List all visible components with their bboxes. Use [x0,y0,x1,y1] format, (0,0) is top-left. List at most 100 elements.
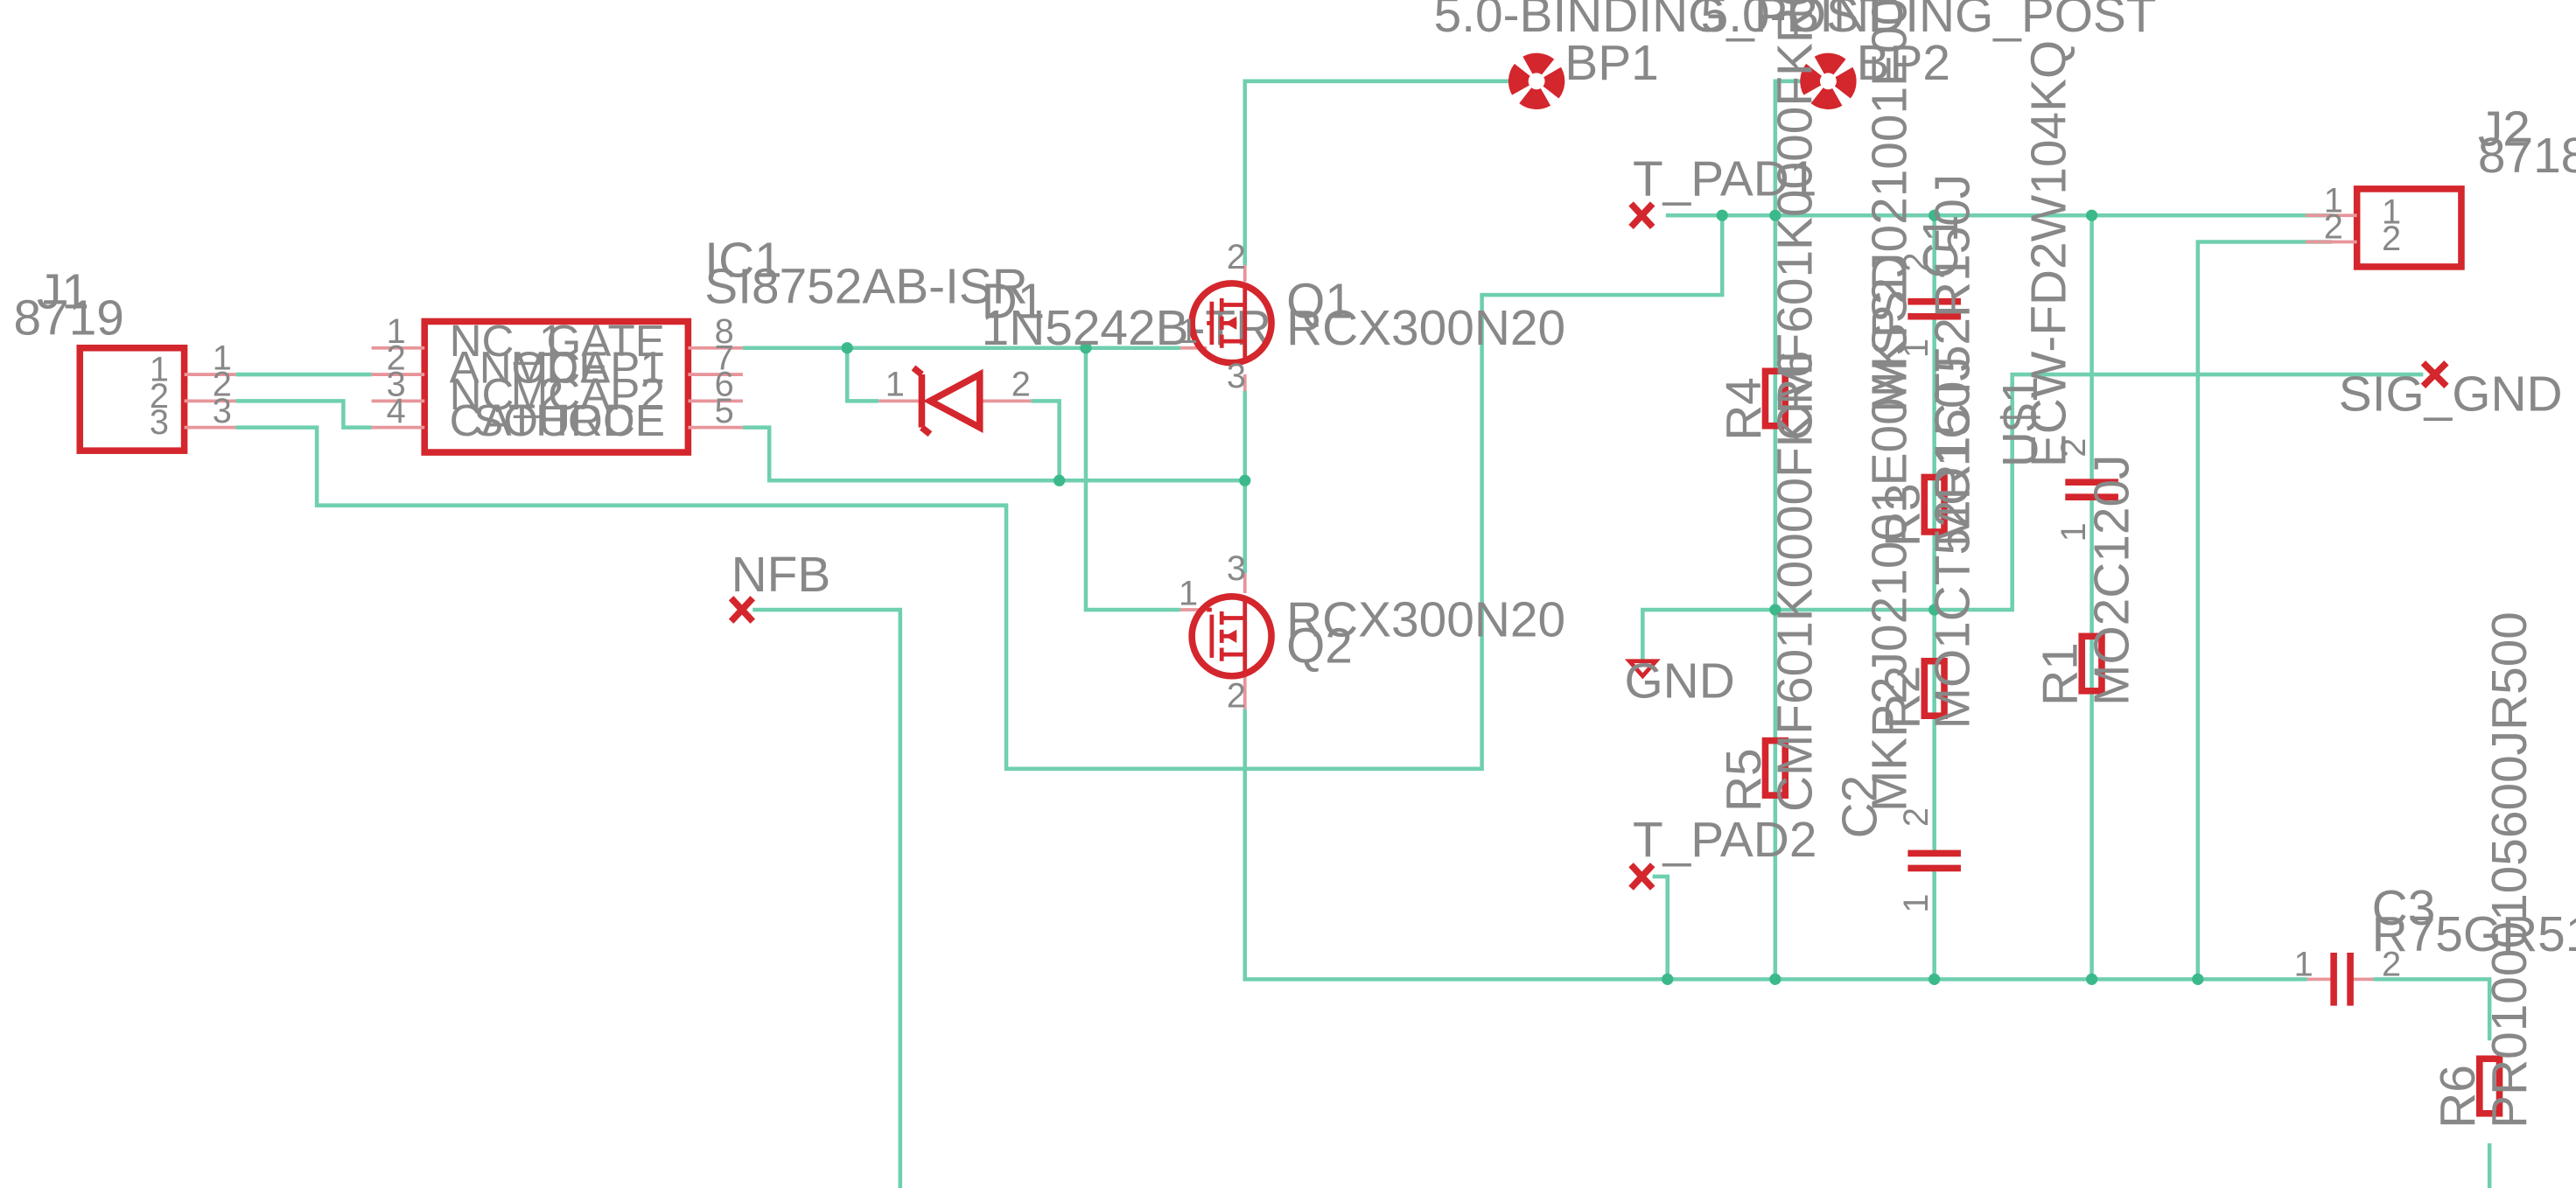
tpad2-label: T_PAD2 [1633,813,1817,868]
junction-dot [1928,209,1941,221]
capacitor-us1[interactable]: U$1 ECW-FD2W104KQ 2 1 [1993,40,2120,542]
c3-pin-number: 1 [2294,946,2314,984]
mosfet-q2[interactable]: RCX300N20 Q2 1 3 2 [1179,549,1565,716]
marker-sig-gnd[interactable]: SIG_GND [2339,360,2563,423]
nfb-label: NFB [732,548,831,603]
q1-pin-number: 1 [1179,312,1198,351]
capacitor-c1[interactable]: MKP2J021001E00MSSD C1 2 1 [1862,0,1969,413]
q1-value-label: RCX300N20 [1286,301,1565,356]
ic1-pin-label: NC_2 [450,369,564,419]
j1-pin-number: 1 [150,351,169,389]
ic1-pin-number: 1 [387,312,406,351]
j1-pin-pad-number: 2 [213,366,232,404]
resistor-r5[interactable]: R5 CMF601K0000FKR6 [1717,351,1824,812]
bp2-value-label: 5.0-BINDING_POST [1701,0,2157,43]
j2-pin-number: 1 [2382,193,2401,232]
resistor-r4[interactable]: R4 CMF601K0000FKR6 [1717,0,1824,441]
capacitor-c2[interactable]: C2 MKP2J021001E00MSSD 2 1 [1832,254,1963,913]
cap-gap-mask [2335,951,2349,1008]
capacitor-icon [1908,297,1961,320]
wire-d1-pin2 [1031,399,1061,481]
cross-marker-icon [2420,360,2449,388]
us1-pin-number: 1 [2054,522,2093,542]
c3-value-label: R75GR51004000J [2372,907,2576,962]
resistor-icon [1921,473,1948,535]
sig-gnd-label: SIG_GND [2339,367,2563,423]
ic1-pin-number: 2 [387,339,406,377]
r2-ref-label: R2 [1876,666,1931,730]
tpad1-label: T_PAD1 [1633,151,1817,206]
resistor-r2[interactable]: R2 MO1CT52R150J [1876,356,1981,729]
bp2-ref-label: BP2 [1857,36,1950,91]
test-pad-tpad1[interactable]: T_PAD1 [1628,151,1817,230]
r1-ref-label: R1 [2034,642,2089,706]
resistor-icon [2078,632,2105,695]
ic1-pin-label: GATE [546,316,664,366]
mosfet-q1[interactable]: Q1 RCX300N20 1 2 3 [1179,238,1565,395]
resistor-r1[interactable]: R1 MO2C120J [2034,455,2140,706]
c2-pin-number: 2 [1897,807,1936,827]
j2-value-label: 8718 [2478,129,2576,184]
ground-icon [1624,659,1661,680]
ic1-pin-number: 5 [715,392,734,430]
j2-body [2353,185,2465,270]
d1-value-label: 1N5242B-TR [982,301,1272,356]
marker-nfb[interactable]: NFB [728,548,831,624]
junction-dot [2085,209,2098,221]
q1-pin-number: 3 [1227,357,1246,395]
junctions [841,209,2204,985]
junction-dot [841,342,853,354]
ic1-left-leads [371,346,425,430]
d1-ref-label: D1 [982,275,1046,330]
junction-dot [1053,474,1066,486]
c2-pin-number: 1 [1897,893,1936,912]
binding-post-icon [1508,52,1565,110]
ic1-ref-label: IC1 [704,233,781,288]
c1-value-label: MKP2J021001E00MSSD [1862,0,1917,413]
junction-dot [2085,973,2098,985]
j2-ref-label: J2 [2478,102,2530,157]
resistor-r3[interactable]: R3 MO1CT52R150J [1876,174,1981,547]
junction-dot [1716,209,1728,221]
wire-j1-pin2-ic1-cathode [235,399,372,430]
wire-gate-to-q2 [1083,347,1180,612]
us1-value-label: ECW-FD2W104KQ [2021,40,2076,467]
j1-ref-label: J1 [37,264,89,319]
r5-ref-label: R5 [1717,748,1772,812]
connector-j2[interactable]: J2 8718 1 2 1 2 [2305,102,2576,270]
j2-pad-number: 2 [2324,208,2343,247]
capacitor-c3[interactable]: C3 R75GR51004000J 1 2 [2294,881,2576,1008]
resistor-r6[interactable]: R6 PR01000105600JR500 [2431,611,2538,1129]
q2-pin-number: 1 [1179,574,1198,612]
capacitor-icon [2065,479,2118,500]
c1-pin-number: 2 [1897,252,1936,271]
cross-marker-icon [1628,863,1656,891]
j1-pin-pad-number: 1 [213,339,232,377]
ic-ic1[interactable]: IC1 SI8752AB-ISR 1 2 3 4 NC_1 ANODE NC_2… [371,233,1028,456]
ic1-right-leads [688,346,743,430]
wire-c3-r6 [2373,977,2492,1041]
test-pad-tpad2[interactable]: T_PAD2 [1628,813,1817,891]
ic1-pin-number: 3 [387,366,406,404]
q2-value-label: RCX300N20 [1286,592,1565,647]
j1-pin-pad-number: 3 [213,392,232,430]
q2-pin-number: 3 [1227,549,1246,588]
ic1-pin-number: 4 [387,392,406,430]
capacitor-icon [2330,953,2354,1006]
r3-value-label: MO1CT52R150J [1925,174,1980,547]
ic1-pin-label: NC_1 [450,316,564,366]
junction-dot [1928,973,1941,985]
binding-post-bp2[interactable]: 5.0-BINDING_POST BP2 [1701,0,2157,110]
q2-channel [1219,597,1248,674]
mosfet-icon [1188,593,1275,680]
ic1-pin-number: 6 [715,366,734,404]
binding-post-icon [1800,52,1857,110]
gnd-label: GND [1624,653,1734,709]
connector-j1[interactable]: J1 8719 1 2 3 1 2 3 [14,264,236,454]
q1-gate-plate [1207,301,1214,345]
ic1-pin-label: MCAP2 [511,369,665,419]
cross-marker-icon [1628,201,1656,230]
r4-ref-label: R4 [1717,377,1772,441]
ground-symbol[interactable]: GND [1624,653,1734,709]
